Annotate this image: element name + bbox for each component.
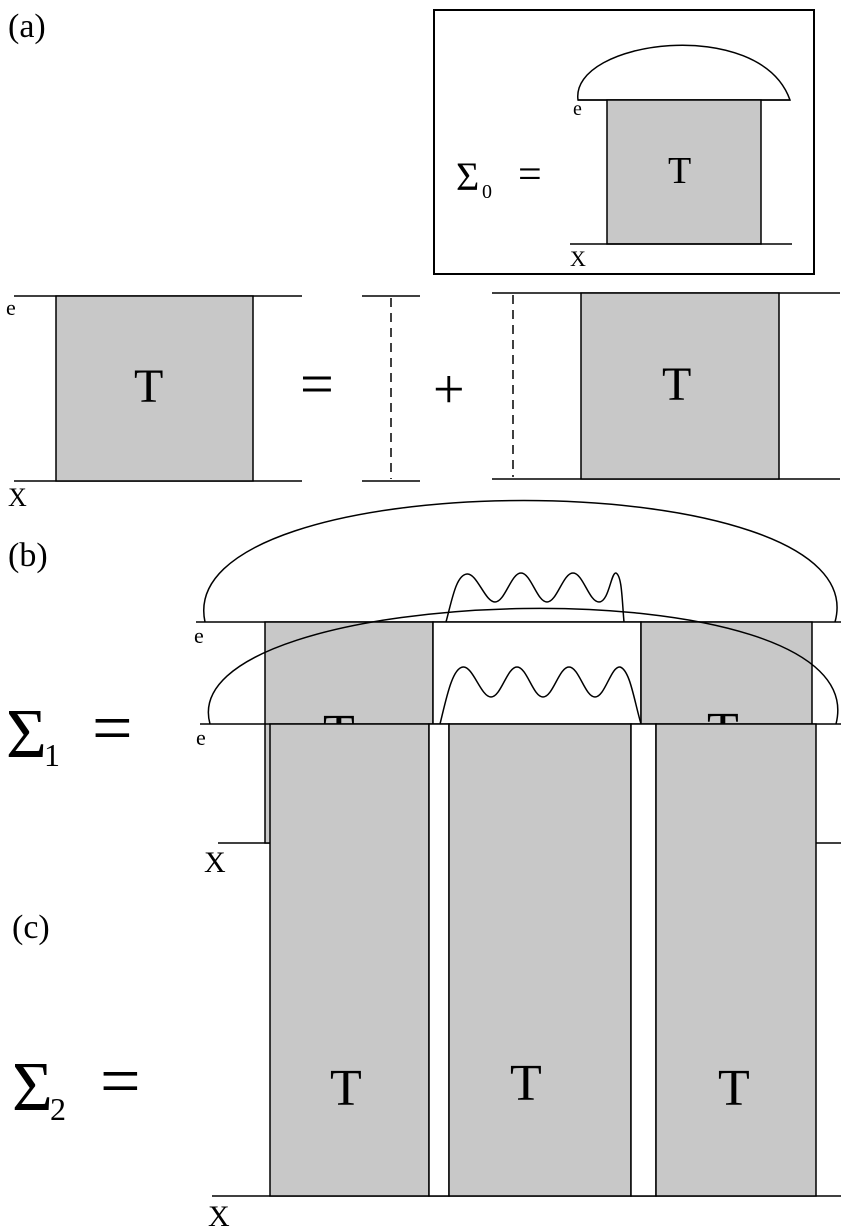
c-t-label-right: T: [718, 1060, 750, 1117]
panel-a: (a) e X T Σ 0 = e X T =: [6, 8, 840, 512]
inset-equals: =: [518, 152, 542, 198]
inset-t-box: [606, 99, 762, 245]
inset-frame: [433, 9, 815, 275]
panel-b-label: (b): [8, 537, 48, 574]
eq-top-label: e: [6, 295, 16, 320]
inset-bottom-label: X: [570, 246, 586, 271]
eq-left-t-label: T: [134, 360, 163, 413]
c-t-label-middle: T: [510, 1055, 542, 1112]
panel-c-label: (c): [12, 909, 50, 946]
b-wavy-photon-line: [445, 572, 625, 623]
inset-arc: [577, 44, 792, 101]
c-top-label: e: [196, 725, 206, 750]
inset-top-label: e: [573, 98, 582, 120]
c-t-label-left: T: [330, 1060, 362, 1117]
b-outer-arc: [203, 499, 838, 623]
c-sigma-subscript: 2: [50, 1091, 66, 1127]
b-sigma-symbol: Σ: [6, 696, 47, 773]
eq-left-t-box: [55, 295, 254, 482]
c-gap-left: [428, 723, 450, 1197]
c-sigma-symbol: Σ: [12, 1049, 53, 1126]
b-top-label: e: [194, 623, 204, 648]
panel-a-label: (a): [8, 8, 46, 45]
c-t-box-right: [655, 723, 817, 1197]
eq-plus: +: [433, 359, 465, 421]
eq-equals: =: [300, 351, 334, 417]
b-sigma-subscript: 1: [44, 737, 60, 773]
b-equals: =: [92, 688, 133, 768]
c-t-box-middle: [448, 723, 632, 1197]
c-outer-arc: [207, 607, 839, 725]
c-bottom-label: X: [208, 1200, 230, 1230]
c-equals: =: [100, 1041, 141, 1121]
t-matrix-equation: e X T = + T: [6, 292, 840, 512]
eq-bottom-label: X: [8, 483, 27, 512]
b-bottom-label: X: [204, 846, 226, 879]
inset-sigma0: e X T Σ 0 =: [433, 9, 815, 275]
panel-c: (c): [12, 909, 50, 946]
inset-sigma-subscript: 0: [482, 181, 492, 203]
c-wavy-photon-line: [439, 666, 642, 725]
c-t-box-left: [269, 723, 430, 1197]
eq-right-t-box: [580, 292, 780, 480]
inset-sigma-symbol: Σ: [456, 154, 479, 199]
eq-right-t-label: T: [662, 358, 691, 411]
inset-t-label: T: [668, 150, 691, 192]
c-gap-right: [630, 723, 657, 1197]
panel-c-drawing: e X Σ 2 = T T T: [12, 607, 841, 1230]
